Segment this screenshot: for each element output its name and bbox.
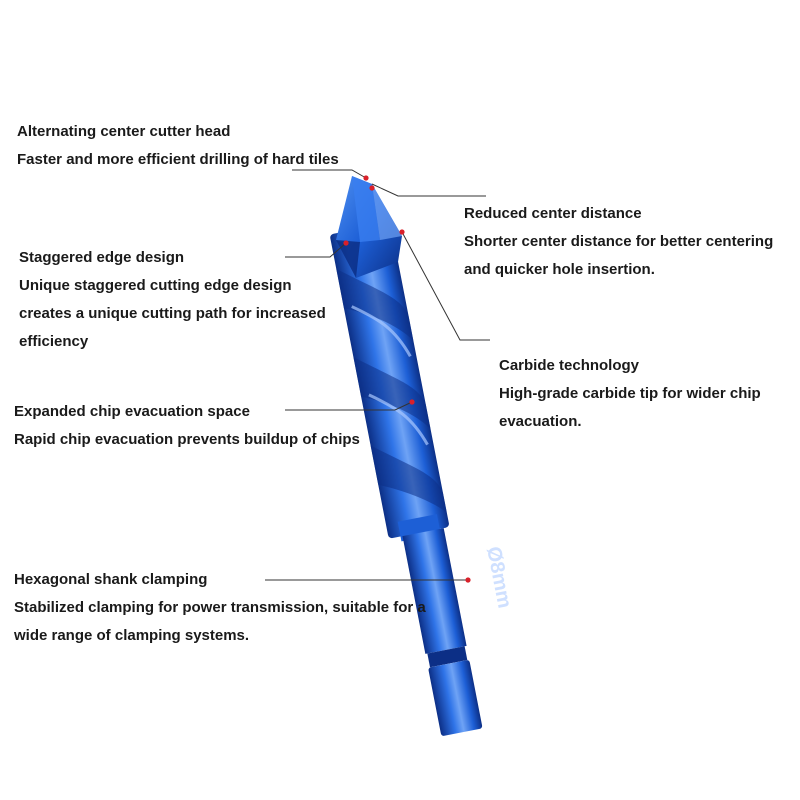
callout-description: Rapid chip evacuation prevents buildup o… bbox=[14, 431, 360, 448]
marker-center-cutter bbox=[363, 175, 369, 181]
size-label: Ø8mm bbox=[482, 545, 515, 610]
callout-carbide: Carbide technology High-grade carbide ti… bbox=[499, 352, 761, 436]
leader-carbide bbox=[401, 231, 490, 341]
marker-carbide bbox=[399, 229, 405, 235]
callout-staggered-edge: Staggered edge design Unique staggered c… bbox=[19, 244, 326, 356]
callout-center-distance: Reduced center distance Shorter center d… bbox=[464, 200, 773, 284]
callout-center-cutter: Alternating center cutter head Faster an… bbox=[17, 118, 339, 174]
leader-center-distance bbox=[371, 183, 486, 197]
callout-description: wide range of clamping systems. bbox=[14, 627, 250, 644]
callout-title: Expanded chip evacuation space bbox=[14, 403, 250, 420]
leader-chip-space bbox=[285, 401, 413, 411]
callout-title: Alternating center cutter head bbox=[17, 123, 231, 140]
callout-description: High-grade carbide tip for wider chip bbox=[499, 385, 761, 402]
leader-center-cutter bbox=[292, 169, 367, 179]
fluted-body bbox=[330, 223, 483, 736]
drill-bit: Ø8mm bbox=[330, 176, 516, 736]
callout-description: and quicker hole insertion. bbox=[464, 261, 655, 278]
markers bbox=[343, 175, 471, 583]
leader-staggered-edge bbox=[285, 242, 347, 258]
callout-title: Staggered edge design bbox=[19, 249, 185, 266]
marker-staggered-edge bbox=[343, 240, 349, 246]
carbide-tip bbox=[336, 176, 402, 278]
callout-description: creates a unique cutting path for increa… bbox=[19, 305, 326, 322]
callout-hex-shank: Hexagonal shank clamping Stabilized clam… bbox=[14, 566, 426, 650]
callout-description: Stabilized clamping for power transmissi… bbox=[14, 599, 426, 616]
callout-title: Reduced center distance bbox=[464, 205, 642, 222]
callout-description: Unique staggered cutting edge design bbox=[19, 277, 292, 294]
callout-description: evacuation. bbox=[499, 413, 582, 430]
callout-description: efficiency bbox=[19, 333, 89, 350]
marker-center-distance bbox=[369, 185, 375, 191]
callout-description: Shorter center distance for better cente… bbox=[464, 233, 774, 250]
marker-chip-space bbox=[409, 399, 415, 405]
marker-hex-shank bbox=[465, 577, 471, 583]
callout-chip-space: Expanded chip evacuation space Rapid chi… bbox=[14, 398, 360, 454]
callout-title: Hexagonal shank clamping bbox=[14, 571, 208, 588]
callout-description: Faster and more efficient drilling of ha… bbox=[17, 151, 339, 168]
callout-title: Carbide technology bbox=[499, 357, 640, 374]
leader-lines bbox=[265, 169, 490, 581]
